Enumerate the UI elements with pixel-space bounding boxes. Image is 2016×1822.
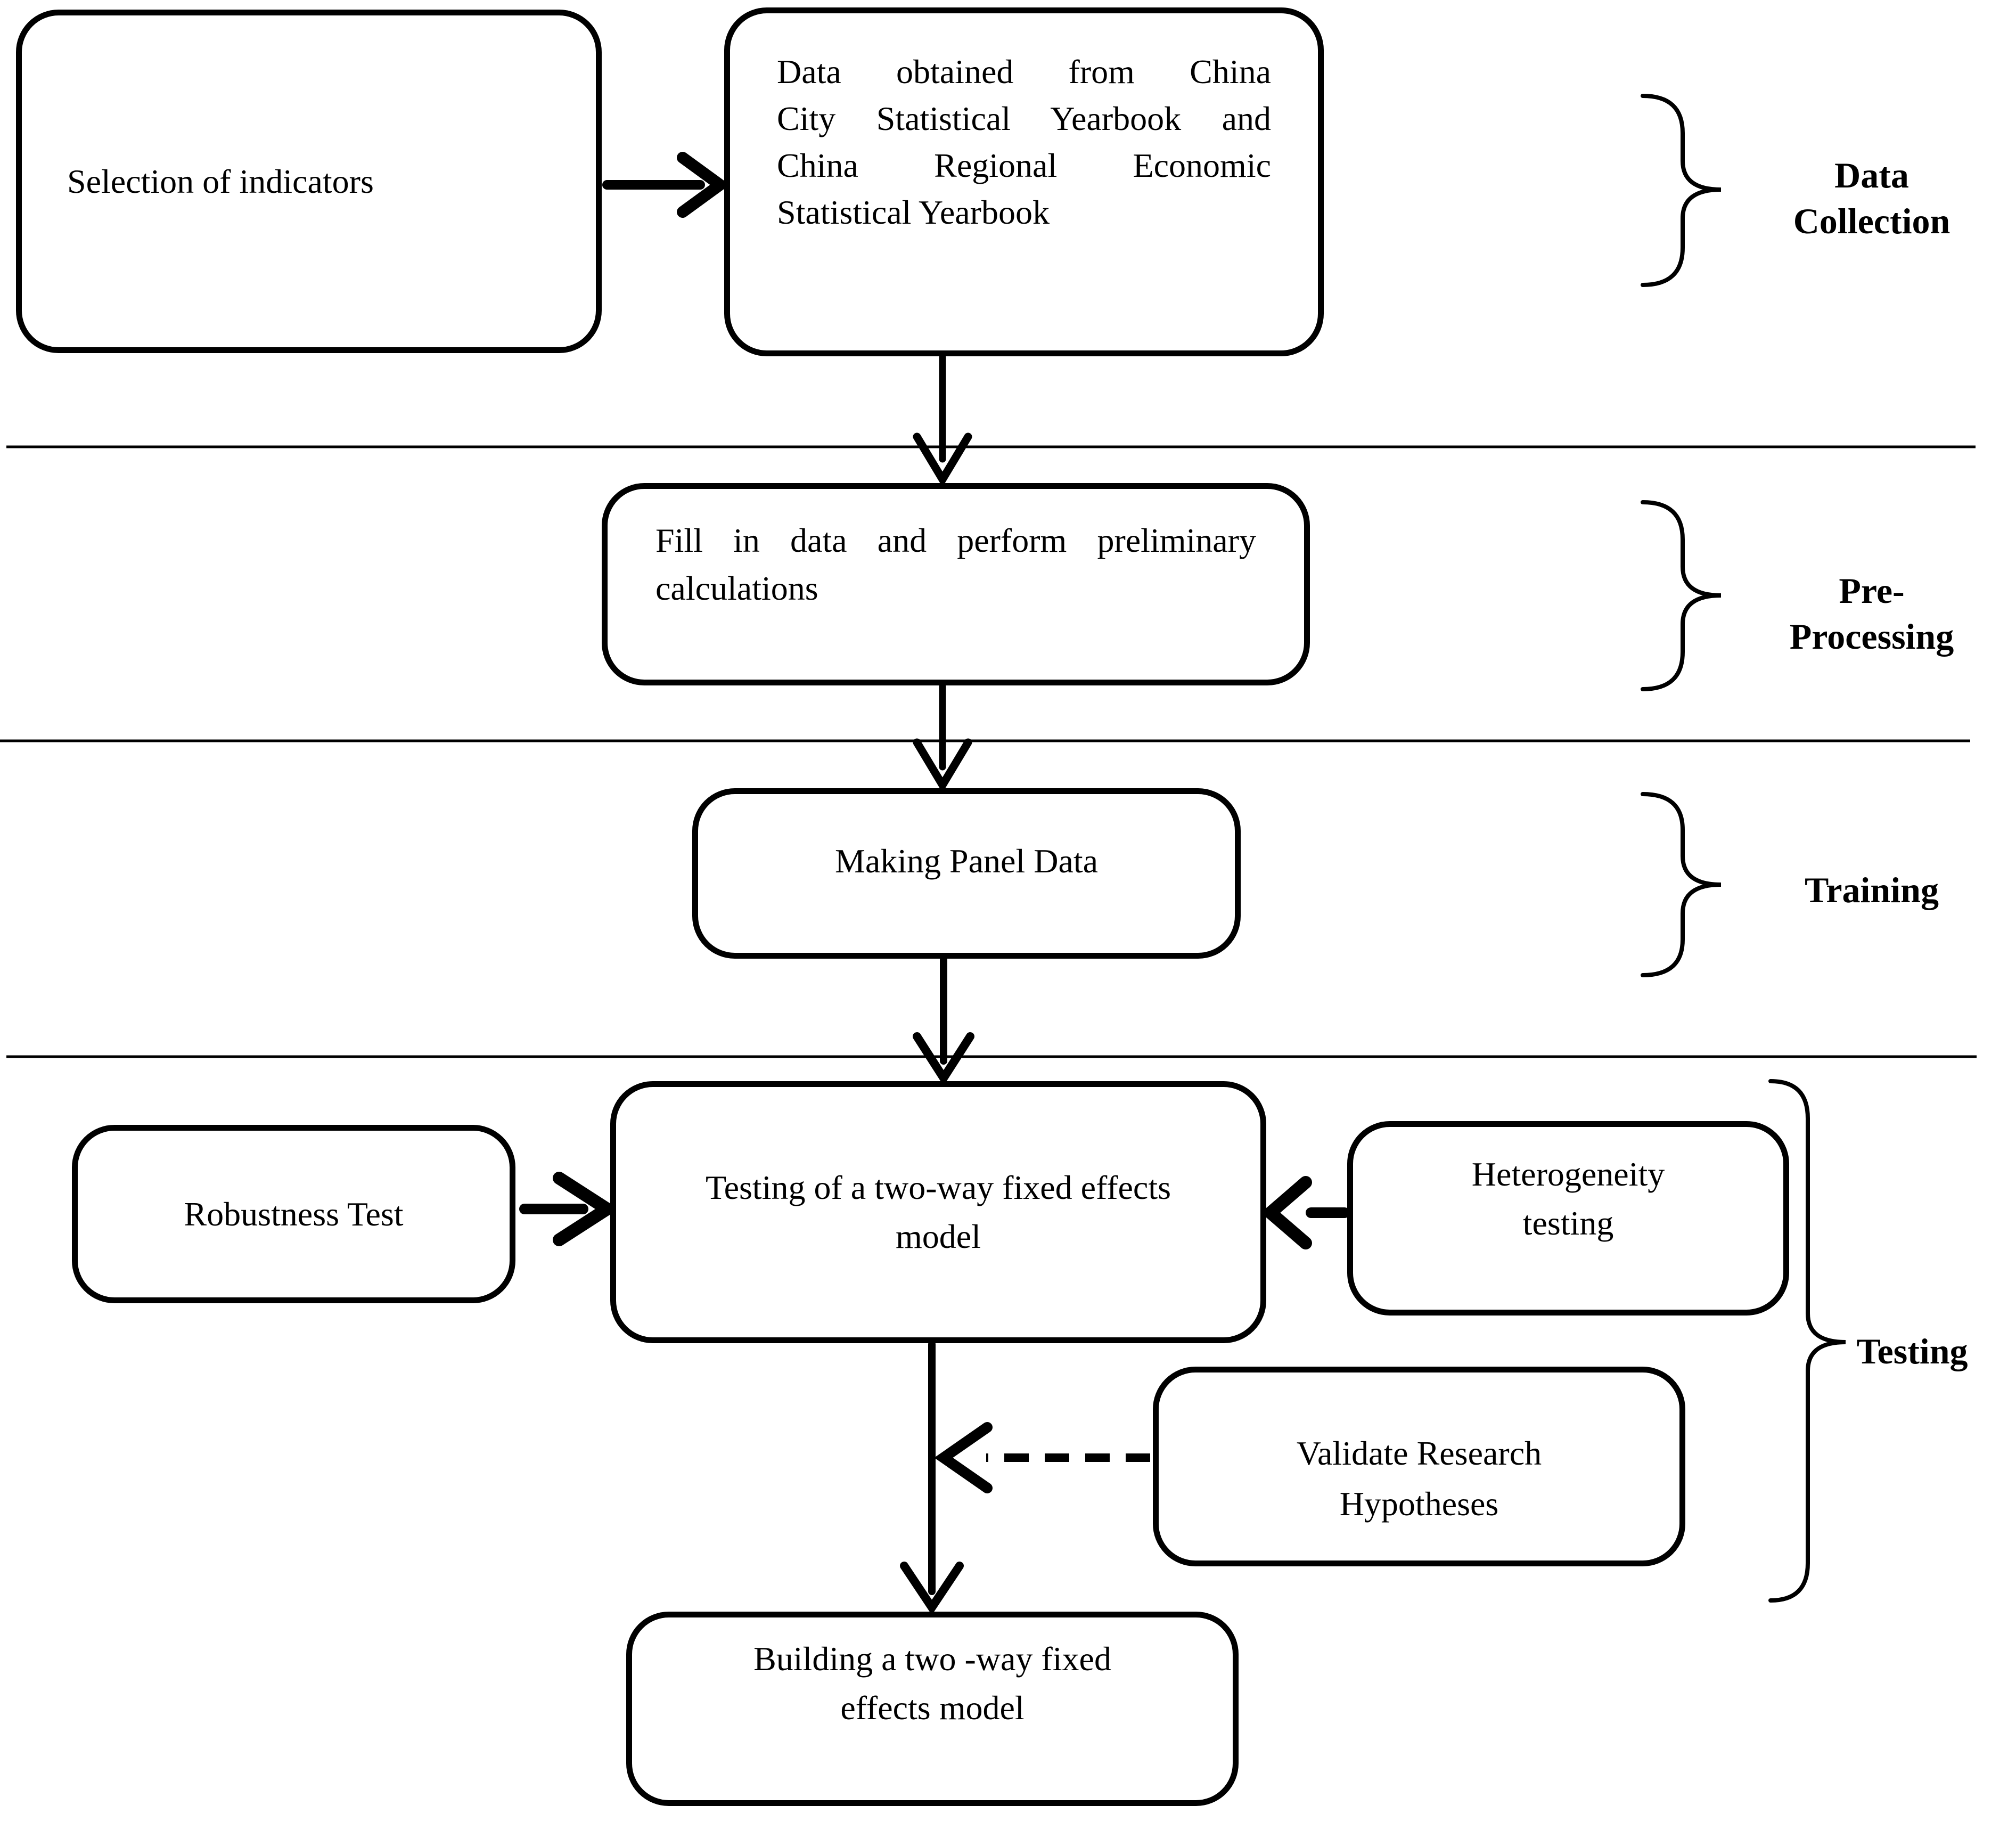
stage-label-line: Collection — [1793, 201, 1951, 241]
stage-label-training: Training — [1731, 867, 2013, 913]
node-line: testing — [1522, 1204, 1614, 1242]
brace-data-collection — [1641, 94, 1722, 287]
node-robustness-test: Robustness Test — [72, 1125, 515, 1303]
node-line: effects model — [840, 1688, 1025, 1727]
stage-label-pre-processing: Pre- Processing — [1731, 568, 2013, 659]
stage-label-line: Processing — [1789, 616, 1954, 657]
node-label: Robustness Test — [184, 1195, 404, 1233]
node-data-source: Data obtained from China City Statistica… — [724, 7, 1324, 356]
node-validate-research-hypotheses: Validate Research Hypotheses — [1153, 1367, 1685, 1566]
arrow-validate-to-flow-dashed — [934, 1422, 1150, 1493]
arrow-data-source-to-fill-data — [913, 354, 972, 487]
node-line: Statistical Yearbook — [777, 193, 1050, 231]
arrow-fill-data-to-panel-data — [913, 683, 972, 793]
node-fill-in-data: Fill in data and perform preliminary cal… — [602, 483, 1310, 685]
brace-training — [1641, 792, 1722, 977]
node-line: Building a two -way fixed — [753, 1639, 1111, 1678]
node-line: China Regional Economic — [777, 146, 1271, 184]
node-line: Fill in data and perform preliminary — [655, 521, 1256, 559]
node-line: Data obtained from China — [777, 53, 1271, 91]
node-line: City Statistical Yearbook and — [777, 100, 1271, 137]
arrow-robustness-to-testing-model — [519, 1172, 619, 1246]
stage-label-line: Pre- — [1839, 570, 1905, 611]
node-line: model — [896, 1218, 981, 1255]
node-line: Testing of a two-way fixed effects — [705, 1169, 1171, 1206]
arrow-testing-model-to-building-model — [900, 1341, 964, 1615]
stage-label-line: Training — [1805, 870, 1939, 910]
stage-label-testing: Testing — [1808, 1328, 2016, 1374]
node-selection-of-indicators: Selection of indicators — [16, 10, 602, 353]
node-building-two-way-fixed-effects-model: Building a two -way fixed effects model — [626, 1612, 1239, 1806]
node-heterogeneity-testing: Heterogeneity testing — [1347, 1121, 1789, 1316]
node-testing-two-way-fixed-effects-model: Testing of a two-way fixed effects model — [610, 1081, 1266, 1343]
stage-label-line: Data — [1834, 155, 1909, 195]
node-label: Selection of indicators — [67, 162, 374, 200]
node-making-panel-data: Making Panel Data — [692, 788, 1241, 959]
arrow-selection-to-data-source — [602, 152, 730, 218]
node-line: Validate Research — [1296, 1434, 1542, 1472]
stage-label-data-collection: Data Collection — [1731, 152, 2013, 244]
brace-pre-processing — [1641, 500, 1722, 691]
node-line: Heterogeneity — [1471, 1155, 1665, 1193]
node-line: Hypotheses — [1339, 1484, 1499, 1523]
arrow-panel-data-to-testing-model — [913, 956, 974, 1086]
arrow-heterogeneity-to-testing-model — [1260, 1176, 1350, 1249]
node-line: calculations — [655, 569, 818, 607]
node-label: Making Panel Data — [834, 842, 1099, 880]
stage-label-line: Testing — [1856, 1331, 1968, 1371]
